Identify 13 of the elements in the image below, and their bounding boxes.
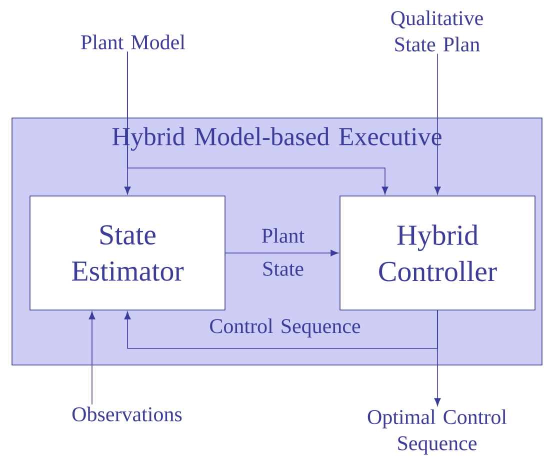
process-box: State Estimator xyxy=(30,196,226,310)
input-label: Plant Model xyxy=(81,34,186,50)
process-box: Hybrid Controller xyxy=(340,196,536,310)
input-label: Optimal Control Sequence xyxy=(368,409,507,455)
input-label: Observations xyxy=(72,406,182,422)
arrow xyxy=(434,310,441,406)
arrow xyxy=(434,53,441,194)
arrow xyxy=(124,310,438,349)
arrow xyxy=(88,312,96,405)
input-label: Qualitative State Plan xyxy=(391,10,483,52)
arrow xyxy=(225,250,338,256)
edge-label: Control Sequence xyxy=(210,318,360,338)
edge-label: Plant State xyxy=(262,228,304,276)
